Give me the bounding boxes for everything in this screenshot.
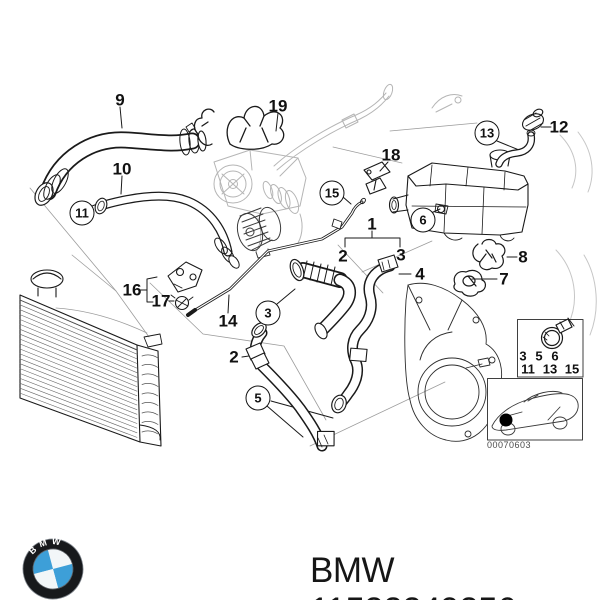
expansion-tank [388,108,545,242]
bracket-16 [167,261,203,293]
hose-10 [94,191,240,269]
oil-cooler [236,206,282,259]
clip-8 [472,238,506,271]
zone-lines [29,122,478,447]
car-location-box [487,378,583,441]
engine-context [213,83,597,336]
bleed-cap-12 [521,108,545,132]
inset-clamp-box [517,317,584,378]
vent-pipe-14-15 [186,197,366,317]
main-hose-assembly [245,254,399,452]
location-dot [499,413,513,427]
diagram-code: 00070603 [487,440,532,450]
radiator [19,269,163,447]
sensor-18 [363,161,391,195]
hose-13 [495,129,536,168]
clip-7 [453,269,487,297]
clip-17 [170,294,194,311]
hose-9 [34,122,207,206]
hose-clamp-icon [540,317,575,350]
clips-19 [193,105,285,150]
car-silhouette [491,391,579,436]
bmw-logo: BMW [22,538,84,600]
footer-part-number: BMW 11532249256 [310,551,517,600]
